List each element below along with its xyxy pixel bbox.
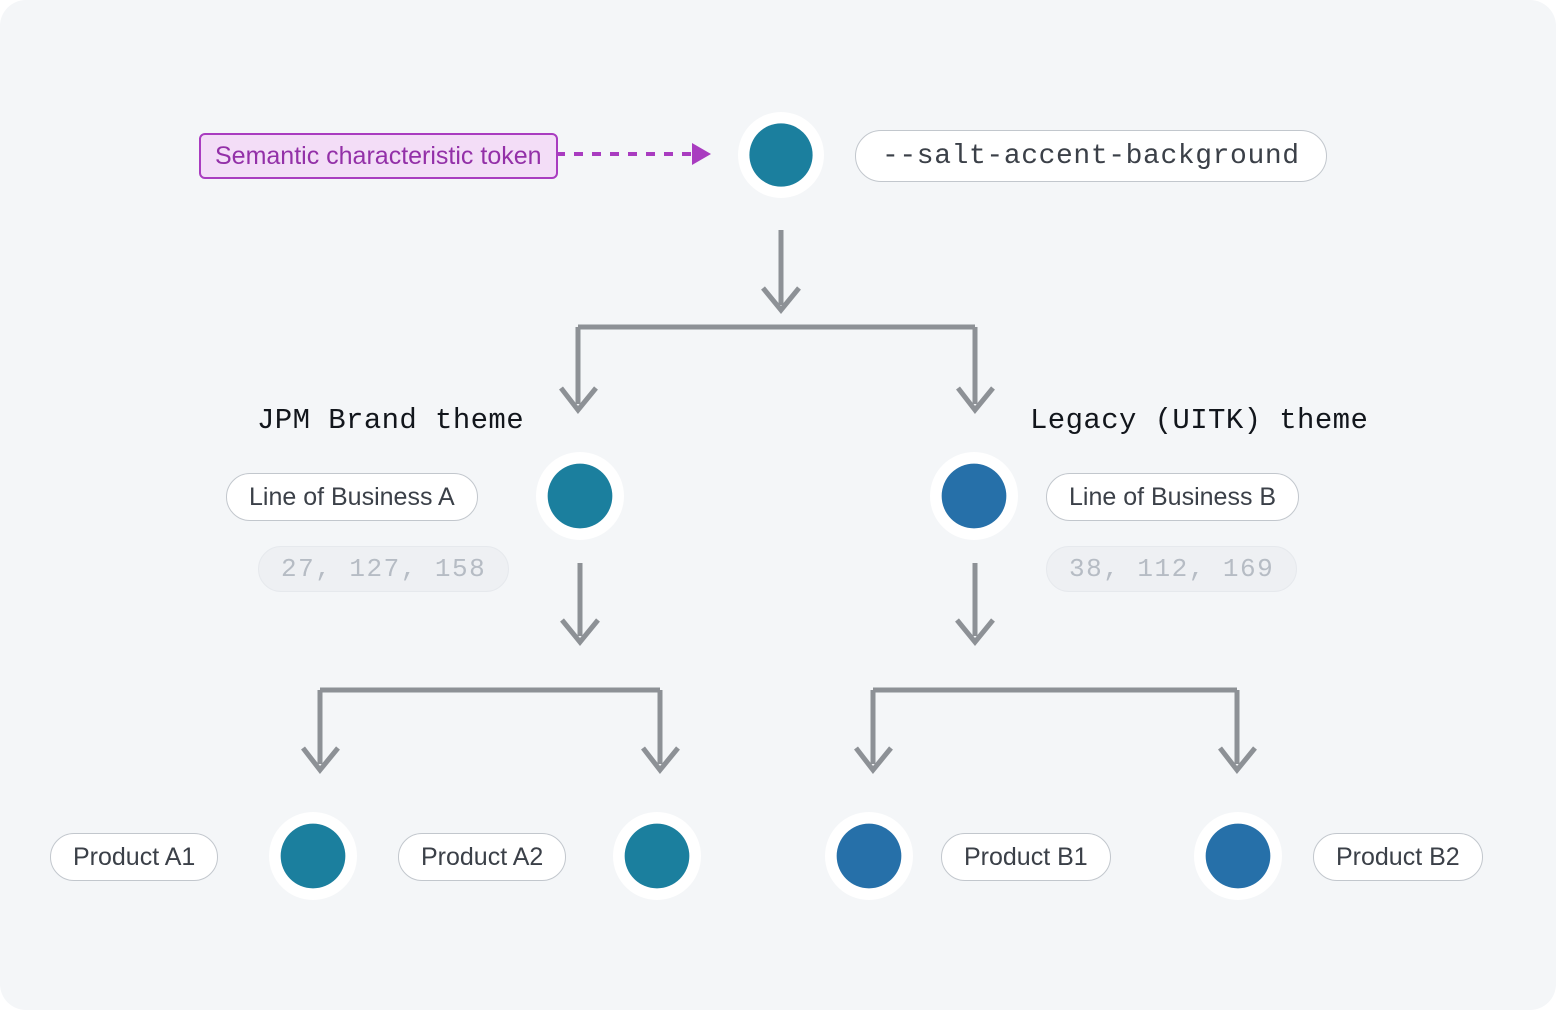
product-b1-swatch[interactable] — [825, 812, 913, 900]
theme-caption-legacy-uitk: Legacy (UITK) theme — [1030, 404, 1368, 437]
product-b2-swatch-dot — [1205, 823, 1271, 889]
line-of-business-a-rgb-label: 27, 127, 158 — [281, 554, 487, 584]
root-color-swatch[interactable] — [738, 112, 824, 198]
arrowhead-lobA-stem — [560, 618, 600, 646]
product-b2-pill[interactable]: Product B2 — [1313, 833, 1483, 881]
product-b1-label: Product B1 — [964, 842, 1088, 871]
dashed-arrow-icon — [556, 143, 711, 165]
arrowhead-productB1 — [854, 746, 893, 775]
line-of-business-a-swatch-dot — [547, 463, 613, 529]
product-a1-pill[interactable]: Product A1 — [50, 833, 219, 881]
root-token-label: --salt-accent-background — [882, 140, 1300, 172]
line-of-business-b-rgb-chip: 38, 112, 169 — [1046, 546, 1298, 592]
product-a2-swatch-dot — [624, 823, 690, 889]
line-of-business-a-swatch[interactable] — [536, 452, 624, 540]
theme-caption-right-label: Legacy (UITK) theme — [1030, 404, 1369, 437]
product-b1-pill[interactable]: Product B1 — [941, 833, 1111, 881]
arrowhead-lobB-stem — [955, 618, 995, 646]
line-of-business-b-label: Line of Business B — [1069, 482, 1277, 511]
line-of-business-b-swatch-dot — [941, 463, 1007, 529]
product-b2-swatch[interactable] — [1194, 812, 1282, 900]
product-a2-label: Product A2 — [421, 842, 544, 871]
product-a2-pill[interactable]: Product A2 — [398, 833, 567, 881]
line-of-business-b-pill[interactable]: Line of Business B — [1046, 473, 1300, 521]
root-swatch-dot — [749, 123, 813, 187]
semantic-token-callout-label: Semantic characteristic token — [215, 141, 542, 170]
arrowhead-root-stem — [761, 286, 801, 314]
arrowhead-productB2 — [1218, 746, 1257, 775]
product-a1-swatch[interactable] — [269, 812, 357, 900]
line-of-business-a-rgb-chip: 27, 127, 158 — [258, 546, 510, 592]
product-a2-swatch[interactable] — [613, 812, 701, 900]
theme-caption-jpm-brand: JPM Brand theme — [257, 404, 524, 437]
arrowhead-productA2 — [641, 746, 680, 775]
product-a1-swatch-dot — [280, 823, 346, 889]
arrowhead-theme-right — [956, 386, 995, 415]
root-token-pill[interactable]: --salt-accent-background — [855, 130, 1327, 182]
arrowhead-theme-left — [559, 386, 598, 415]
product-b2-label: Product B2 — [1336, 842, 1460, 871]
line-of-business-a-pill[interactable]: Line of Business A — [226, 473, 478, 521]
line-of-business-b-rgb-label: 38, 112, 169 — [1069, 554, 1275, 584]
line-of-business-b-swatch[interactable] — [930, 452, 1018, 540]
theme-caption-left-label: JPM Brand theme — [257, 404, 525, 437]
semantic-token-callout: Semantic characteristic token — [199, 133, 558, 179]
arrowhead-productA1 — [301, 746, 340, 775]
line-of-business-a-label: Line of Business A — [249, 482, 455, 511]
product-b1-swatch-dot — [836, 823, 902, 889]
product-a1-label: Product A1 — [73, 842, 196, 871]
